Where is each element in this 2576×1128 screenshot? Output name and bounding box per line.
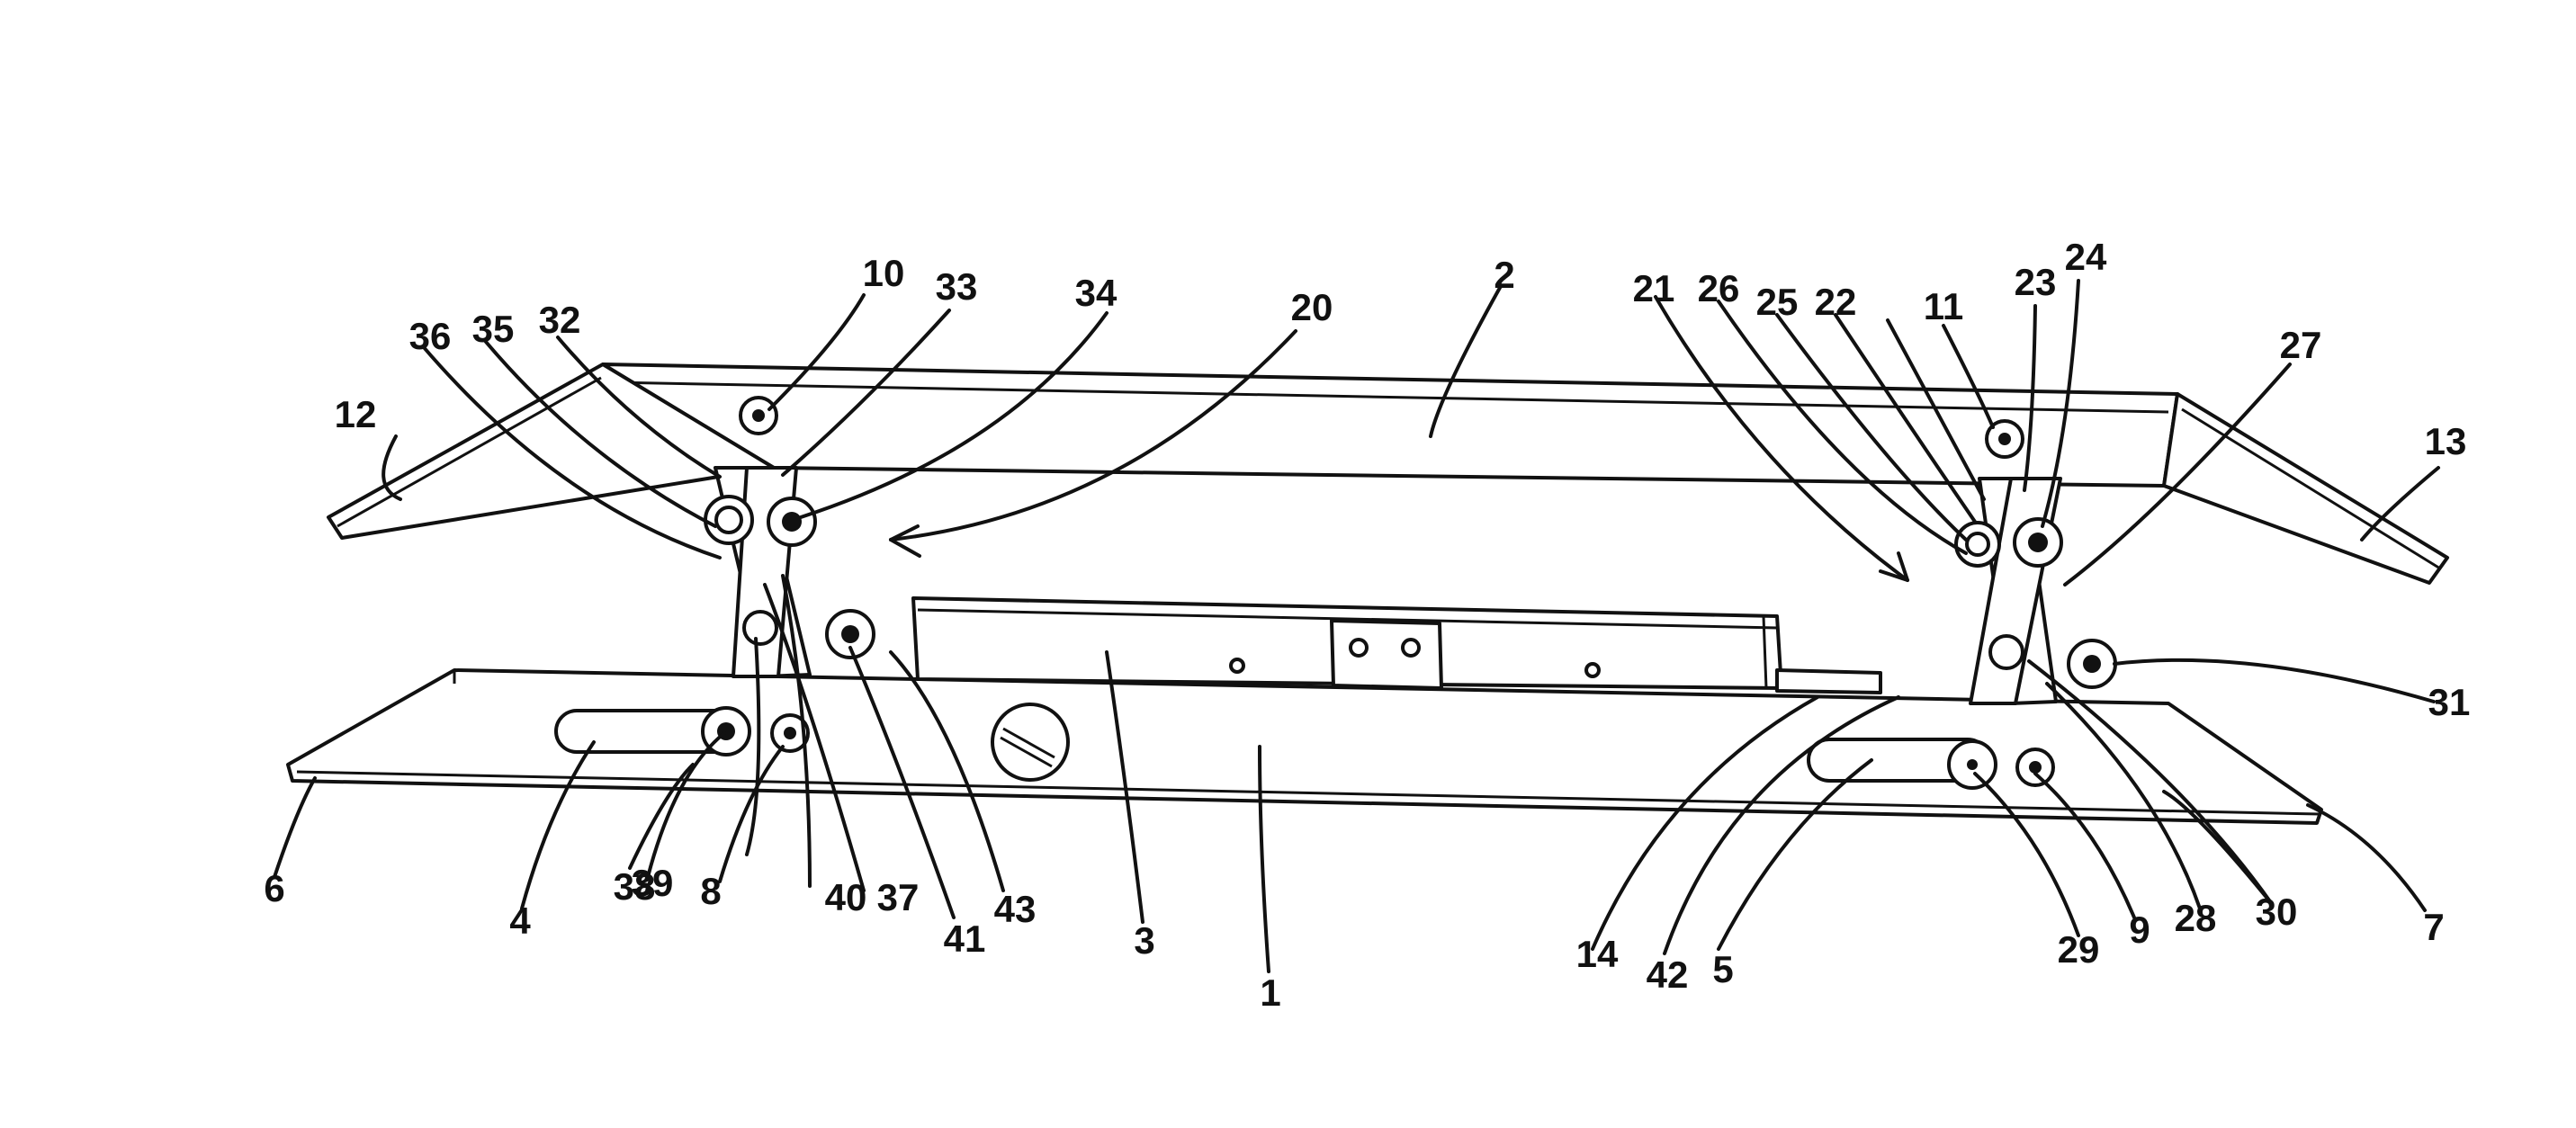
ref-5: 5 — [1712, 948, 1733, 990]
ref-30: 30 — [2256, 891, 2298, 933]
ref-41: 41 — [944, 918, 986, 960]
ref-37: 37 — [877, 876, 920, 918]
ref-34: 34 — [1075, 272, 1117, 314]
ref-24: 24 — [2065, 236, 2107, 278]
ref-27: 27 — [2280, 324, 2322, 366]
ref-20: 20 — [1291, 286, 1333, 328]
ref-42: 42 — [1647, 953, 1689, 996]
housing-bracket — [1332, 621, 1441, 688]
ref-2: 2 — [1494, 254, 1514, 296]
ref-40: 40 — [825, 876, 867, 918]
ref-4: 4 — [509, 900, 531, 942]
ref-8: 8 — [700, 870, 721, 912]
adjusting-screw — [992, 704, 1068, 780]
ref-13: 13 — [2425, 420, 2467, 462]
ref-21: 21 — [1633, 267, 1675, 309]
ref-3: 3 — [1134, 919, 1154, 962]
ref-39-visible: 39 — [632, 862, 674, 904]
ref-36: 36 — [409, 315, 452, 357]
pin-28 — [1990, 636, 2023, 668]
ref-43: 43 — [994, 888, 1037, 930]
pin-38 — [744, 612, 776, 644]
ref-9: 9 — [2129, 909, 2150, 951]
housing — [913, 598, 1880, 693]
ref-28: 28 — [2175, 897, 2217, 939]
ref-29: 29 — [2058, 928, 2100, 971]
ref-11: 11 — [1924, 285, 1963, 327]
actuator-rod — [1777, 670, 1880, 693]
ref-14: 14 — [1576, 933, 1619, 975]
ref-10: 10 — [863, 252, 905, 294]
housing-screw-right — [1586, 664, 1599, 676]
ref-35: 35 — [472, 308, 515, 350]
ref-6: 6 — [264, 867, 284, 909]
ref-7: 7 — [2423, 906, 2444, 948]
bracket-hole-left — [1351, 640, 1367, 656]
ref-1: 1 — [1260, 971, 1280, 1014]
ref-23: 23 — [2015, 261, 2057, 303]
ref-25: 25 — [1756, 281, 1799, 323]
ref-31: 31 — [2428, 681, 2471, 723]
bracket-hole-right — [1403, 640, 1419, 656]
ref-32: 32 — [539, 299, 581, 341]
ref-26: 26 — [1698, 267, 1740, 309]
upper-plate — [328, 364, 2447, 583]
housing-screw-left — [1231, 659, 1243, 672]
ref-22: 22 — [1815, 281, 1857, 323]
ref-33: 33 — [936, 265, 978, 308]
ref-12: 12 — [335, 393, 377, 435]
upper-right-wing — [2164, 394, 2447, 583]
